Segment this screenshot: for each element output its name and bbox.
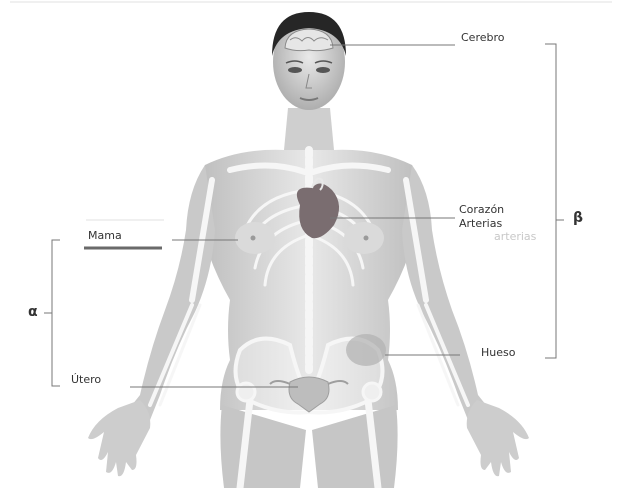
label-hueso: Hueso <box>481 346 515 359</box>
label-arterias: Arterias <box>459 217 502 230</box>
label-utero: Útero <box>71 373 101 386</box>
label-beta: β <box>573 210 583 226</box>
alpha-bracket <box>52 240 60 386</box>
hip-bone-organ <box>346 334 386 366</box>
ghost-arterias: arterias <box>494 230 536 243</box>
label-cerebro: Cerebro <box>461 31 505 44</box>
label-mama: Mama <box>88 229 122 242</box>
beta-bracket <box>545 44 556 358</box>
label-alpha: α <box>28 304 38 320</box>
label-corazon: Corazón <box>459 203 504 216</box>
head <box>272 12 346 110</box>
